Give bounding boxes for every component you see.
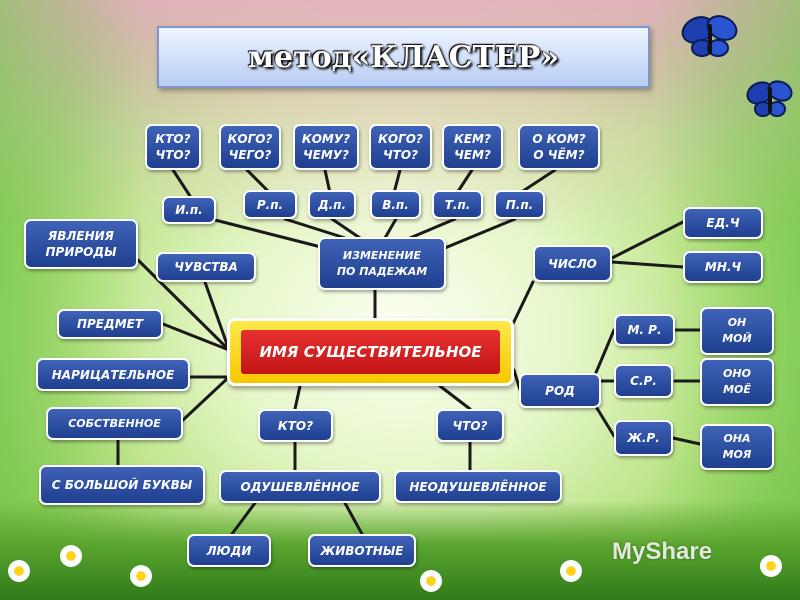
node-inanimate: НЕОДУШЕВЛЁННОЕ: [394, 470, 562, 503]
central-node: ИМЯ СУЩЕСТВИТЕЛЬНОЕ: [227, 318, 514, 386]
question-node-accusative: КОГО? ЧТО?: [369, 124, 432, 170]
number-hub: ЧИСЛО: [533, 245, 612, 282]
case-node-prepositional: П.п.: [494, 190, 545, 219]
node-common: НАРИЦАТЕЛЬНОЕ: [36, 358, 190, 391]
case-change-hub: ИЗМЕНЕНИЕ ПО ПАДЕЖАМ: [318, 237, 446, 290]
butterfly-icon: [746, 80, 793, 117]
question-node-instrumental: КЕМ? ЧЕМ?: [442, 124, 503, 170]
question-node-genitive: КОГО? ЧЕГО?: [219, 124, 281, 170]
case-node-nominative: И.п.: [162, 196, 216, 224]
gender-masculine: М. Р.: [614, 314, 675, 346]
title-banner: метод«КЛАСТЕР»: [157, 26, 650, 88]
question-who: КТО?: [258, 409, 333, 442]
daisy-icon: [60, 545, 82, 567]
number-plural: МН.Ч: [683, 251, 763, 283]
gender-neuter-example: ОНО МОЁ: [700, 358, 774, 406]
central-node-label: ИМЯ СУЩЕСТВИТЕЛЬНОЕ: [241, 330, 500, 374]
node-natural-phenomena: ЯВЛЕНИЯ ПРИРОДЫ: [24, 219, 138, 269]
watermark: MyShare: [612, 538, 713, 565]
node-animate: ОДУШЕВЛЁННОЕ: [219, 470, 381, 503]
number-singular: ЕД.Ч: [683, 207, 763, 239]
node-animals: ЖИВОТНЫЕ: [308, 534, 416, 567]
case-node-genitive: Р.п.: [243, 190, 297, 219]
butterfly-icon: [681, 15, 738, 57]
question-node-dative: КОМУ? ЧЕМУ?: [293, 124, 359, 170]
node-proper: СОБСТВЕННОЕ: [46, 407, 183, 440]
case-node-accusative: В.п.: [370, 190, 421, 219]
question-what: ЧТО?: [436, 409, 504, 442]
node-object: ПРЕДМЕТ: [57, 309, 163, 339]
gender-feminine-example: ОНА МОЯ: [700, 424, 774, 470]
node-feelings: ЧУВСТВА: [156, 252, 256, 282]
title-text: метод«КЛАСТЕР»: [247, 39, 560, 75]
gender-feminine: Ж.Р.: [614, 420, 673, 456]
question-node-nominative: КТО? ЧТО?: [145, 124, 201, 170]
daisy-icon: [130, 565, 152, 587]
node-capital-letter: С БОЛЬШОЙ БУКВЫ: [39, 465, 205, 505]
gender-neuter: С.Р.: [614, 364, 673, 398]
daisy-icon: [760, 555, 782, 577]
daisy-icon: [560, 560, 582, 582]
case-node-dative: Д.п.: [308, 190, 356, 219]
gender-masculine-example: ОН МОЙ: [700, 307, 774, 355]
case-node-instrumental: Т.п.: [432, 190, 483, 219]
daisy-icon: [420, 570, 442, 592]
question-node-prepositional: О КОМ? О ЧЁМ?: [518, 124, 600, 170]
daisy-icon: [8, 560, 30, 582]
gender-hub: РОД: [519, 373, 601, 408]
node-people: ЛЮДИ: [187, 534, 271, 567]
